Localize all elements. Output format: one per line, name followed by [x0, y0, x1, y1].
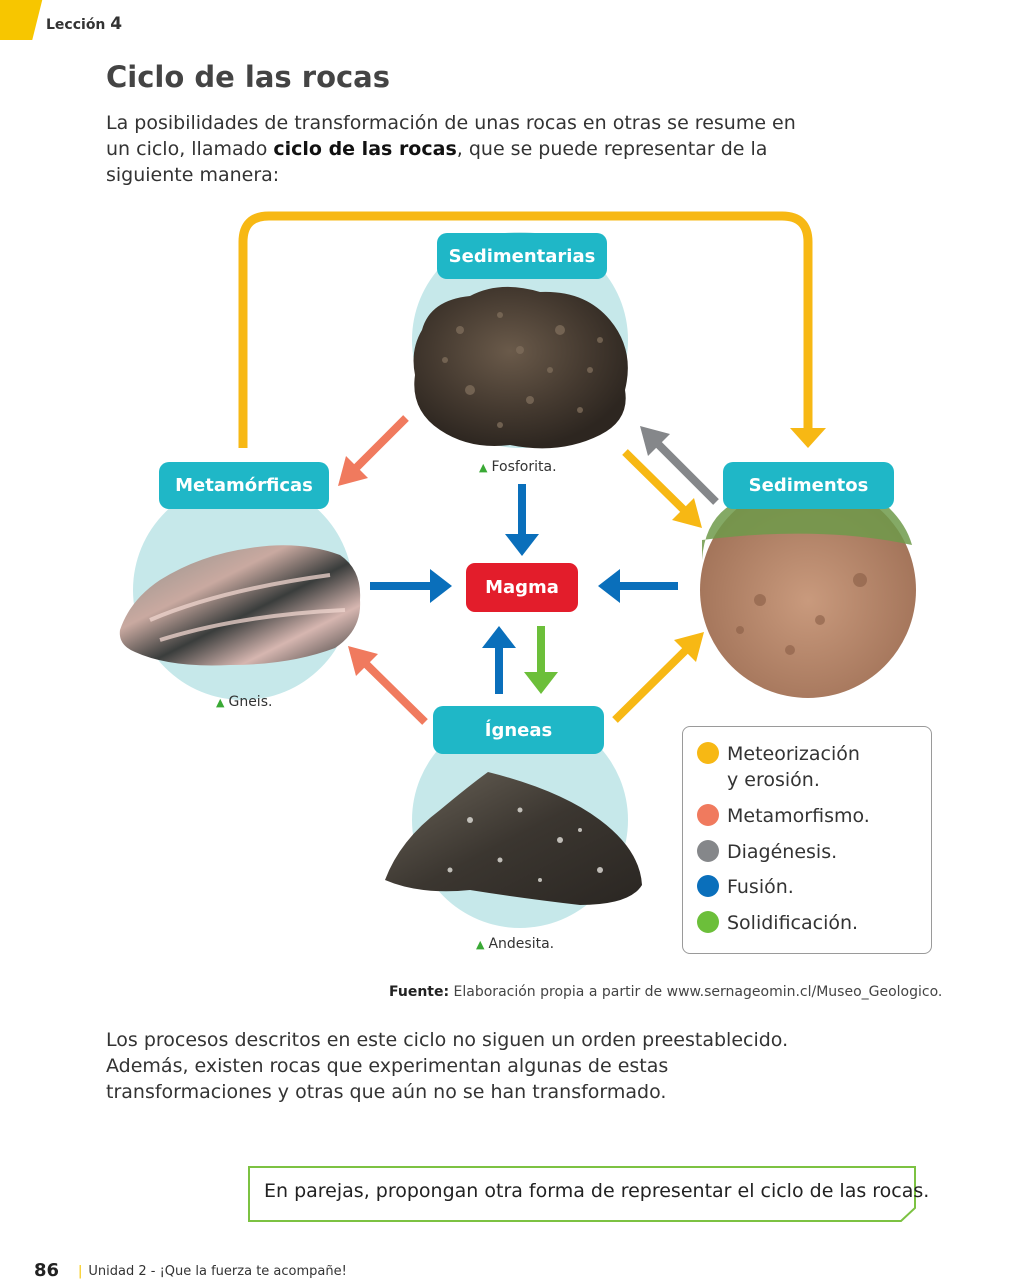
- legend-item-diagenesis: Diagénesis.: [697, 839, 837, 865]
- body-paragraph: Los procesos descritos en este ciclo no …: [106, 1029, 789, 1103]
- metamorfismo-arrows: [338, 415, 428, 725]
- node-sedimentarias: Sedimentarias: [437, 233, 607, 279]
- legend-label: Fusión.: [727, 876, 794, 898]
- caption-triangle-icon: ▲: [479, 461, 488, 474]
- meteorizacion-arrows: [612, 449, 704, 723]
- footer-unit-text: Unidad 2 - ¡Que la fuerza te acompañe!: [88, 1264, 347, 1279]
- legend-dot-green: [697, 910, 719, 933]
- legend-dot-blue: [697, 874, 719, 897]
- legend-box: Meteorización y erosión. Metamorfismo. D…: [682, 726, 932, 954]
- task-text: En parejas, propongan otra forma de repr…: [264, 1180, 930, 1202]
- page-number: 86: [34, 1260, 60, 1281]
- fosforita-rock-image: [413, 286, 628, 449]
- legend-label: Solidificación.: [727, 912, 859, 934]
- task-box-frame: [248, 1166, 916, 1222]
- caption-fosforita: ▲Fosforita.: [479, 459, 557, 475]
- node-magma: Magma: [466, 563, 578, 612]
- legend-dot-grey: [697, 839, 719, 862]
- meteorizacion-loop-arrow: [238, 211, 813, 448]
- solidificacion-arrow: [524, 626, 558, 694]
- caption-fosforita-text: Fosforita.: [491, 459, 557, 475]
- legend-item-metamorfismo: Metamorfismo.: [697, 803, 870, 829]
- lesson-tab-decoration: [0, 0, 44, 40]
- sedimentos-texture: [736, 573, 867, 655]
- footer-unit: | Unidad 2 - ¡Que la fuerza te acompañe!: [78, 1264, 347, 1279]
- caption-gneis-text: Gneis.: [228, 694, 273, 710]
- node-sedimentos: Sedimentos: [723, 462, 894, 509]
- legend-dot-salmon: [697, 803, 719, 826]
- source-text: Elaboración propia a partir de www.serna…: [449, 984, 943, 1000]
- intro-text-2: , que se puede representar de la siguien…: [106, 138, 768, 186]
- caption-gneis: ▲Gneis.: [216, 694, 272, 710]
- legend-label: Metamorfismo.: [727, 805, 870, 827]
- meteorizacion-loop-arrowhead: [790, 428, 826, 448]
- legend-item-solidificacion: Solidificación.: [697, 910, 858, 936]
- lesson-label: Lección 4: [46, 14, 122, 34]
- sedimentos-grass: [702, 500, 912, 560]
- intro-paragraph: La posibilidades de transformación de un…: [106, 110, 806, 188]
- caption-triangle-icon: ▲: [216, 696, 225, 709]
- node-igneas: Ígneas: [433, 706, 604, 754]
- caption-andesita-text: Andesita.: [488, 936, 555, 952]
- footer-divider: |: [78, 1264, 83, 1279]
- rock-cycle-diagram: [119, 211, 916, 928]
- legend-label: Diagénesis.: [727, 841, 838, 863]
- caption-triangle-icon: ▲: [476, 938, 485, 951]
- lesson-word: Lección: [46, 17, 106, 33]
- lesson-number: 4: [110, 14, 123, 34]
- intro-text-1: La posibilidades de transformación de un…: [106, 112, 796, 160]
- legend-item-fusion: Fusión.: [697, 874, 794, 900]
- source-note: Fuente: Elaboración propia a partir de w…: [389, 984, 942, 1000]
- fosforita-texture: [442, 312, 603, 428]
- intro-bold-term: ciclo de las rocas: [273, 138, 457, 160]
- legend-label: Meteorización: [727, 743, 860, 765]
- caption-andesita: ▲Andesita.: [476, 936, 554, 952]
- gneis-bands: [149, 573, 346, 642]
- legend-dot-yellow: [697, 741, 719, 764]
- page-title: Ciclo de las rocas: [106, 60, 391, 94]
- diagenesis-arrow: [640, 426, 719, 505]
- andesita-texture: [447, 807, 603, 882]
- legend-label-line2: y erosión.: [727, 769, 820, 791]
- legend-item-meteorizacion: Meteorización y erosión.: [697, 741, 860, 793]
- source-label: Fuente:: [389, 984, 450, 1000]
- fusion-arrows: [370, 484, 678, 694]
- node-metamorficas: Metamórficas: [159, 462, 329, 509]
